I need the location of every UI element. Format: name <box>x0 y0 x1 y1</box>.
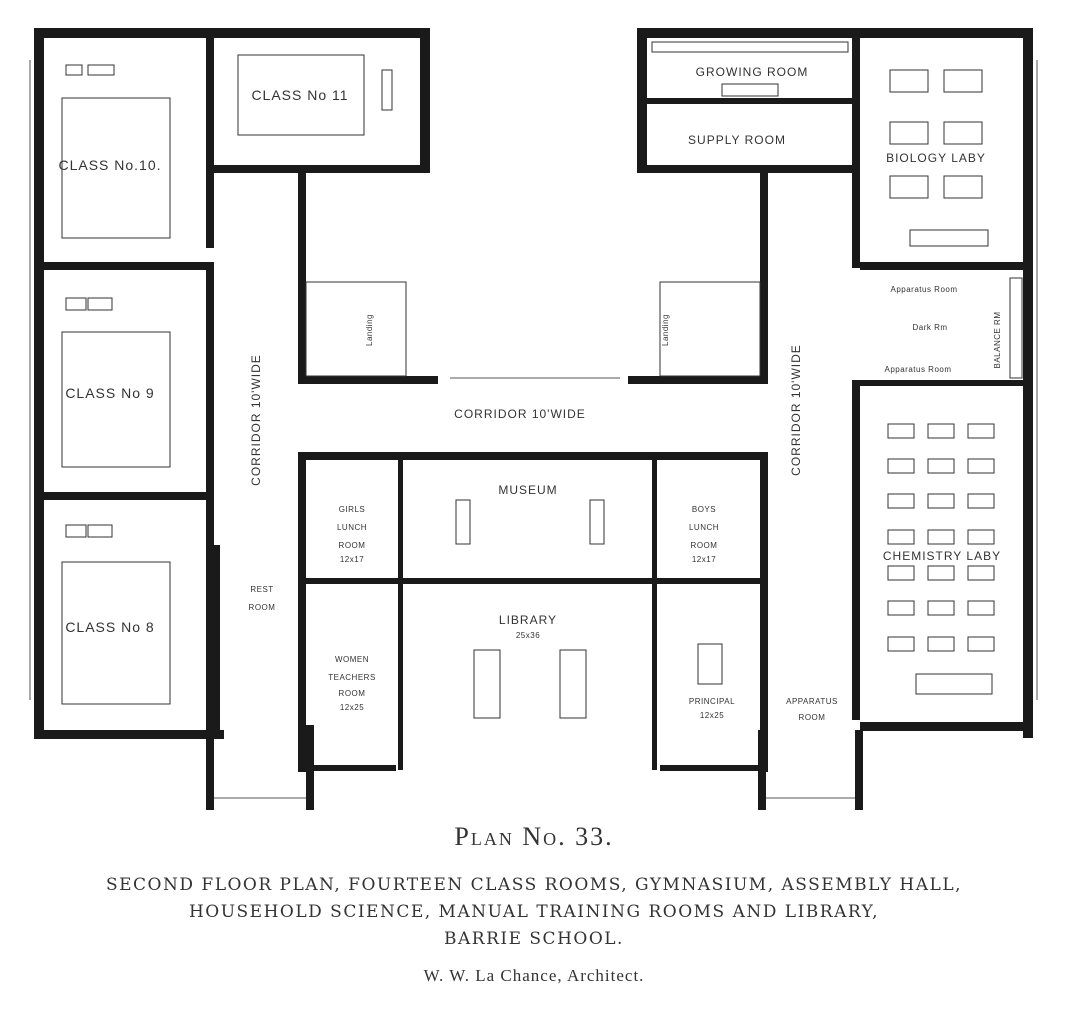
plan-subtitle-line2: HOUSEHOLD SCIENCE, MANUAL TRAINING ROOMS… <box>188 902 880 922</box>
girls-lunch-line3: ROOM <box>339 541 366 550</box>
girls-lunch-line4: 12x17 <box>340 555 364 564</box>
class-9-label: CLASS No 9 <box>65 385 154 401</box>
class-8-label: CLASS No 8 <box>65 619 154 635</box>
apparatus-room-line1: APPARATUS <box>786 697 838 706</box>
women-teachers-line1: WOMEN <box>335 655 369 664</box>
rest-room-line2: ROOM <box>249 603 276 612</box>
plan-subtitle-line1: SECOND FLOOR PLAN, FOURTEEN CLASS ROOMS,… <box>105 875 963 895</box>
apparatus-room-top-label: Apparatus Room <box>890 285 957 294</box>
class-10-label: CLASS No.10. <box>58 157 161 173</box>
class-11-label: CLASS No 11 <box>251 87 348 103</box>
corridor-left-label: CORRIDOR 10'WIDE <box>249 354 263 486</box>
architect-credit: W. W. La Chance, Architect. <box>423 966 645 985</box>
supply-room-label: SUPPLY ROOM <box>688 133 786 147</box>
floor-plan: CLASS No.10. CLASS No 11 CLASS No 9 CLAS… <box>29 28 1038 810</box>
girls-lunch-line2: LUNCH <box>337 523 367 532</box>
library-size: 25x36 <box>516 631 540 640</box>
biology-lab-label: BIOLOGY LABY <box>886 151 986 165</box>
library-label: LIBRARY <box>499 613 557 627</box>
plan-title: Plan No. 33. <box>454 822 614 851</box>
walls <box>34 28 1033 810</box>
girls-lunch-line1: GIRLS <box>339 505 366 514</box>
women-teachers-line2: TEACHERS <box>328 673 376 682</box>
window-lines <box>29 60 1038 799</box>
boys-lunch-line4: 12x17 <box>692 555 716 564</box>
corridor-right-label: CORRIDOR 10'WIDE <box>789 344 803 476</box>
rest-room-line1: REST <box>250 585 273 594</box>
boys-lunch-line1: BOYS <box>692 505 716 514</box>
boys-lunch-line3: ROOM <box>691 541 718 550</box>
women-teachers-line4: 12x25 <box>340 703 364 712</box>
dark-room-label: Dark Rm <box>912 323 947 332</box>
corridor-center-label: CORRIDOR 10'WIDE <box>454 407 586 421</box>
museum-label: MUSEUM <box>498 483 557 497</box>
balance-room-label: BALANCE RM <box>993 311 1002 368</box>
growing-room-label: GROWING ROOM <box>696 65 809 79</box>
principal-size: 12x25 <box>700 711 724 720</box>
room-labels: CLASS No.10. CLASS No 11 CLASS No 9 CLAS… <box>58 65 1002 722</box>
boys-lunch-line2: LUNCH <box>689 523 719 532</box>
chemistry-lab-label: CHEMISTRY LABY <box>883 549 1001 563</box>
room-furniture <box>61 41 1023 719</box>
apparatus-room-line2: ROOM <box>799 713 826 722</box>
principal-label: PRINCIPAL <box>689 697 735 706</box>
landing-right-label: Landing <box>661 314 670 346</box>
plan-subtitle-line3: BARRIE SCHOOL. <box>444 929 624 949</box>
women-teachers-line3: ROOM <box>339 689 366 698</box>
landing-left-label: Landing <box>365 314 374 346</box>
apparatus-room-bottom-label: Apparatus Room <box>884 365 951 374</box>
